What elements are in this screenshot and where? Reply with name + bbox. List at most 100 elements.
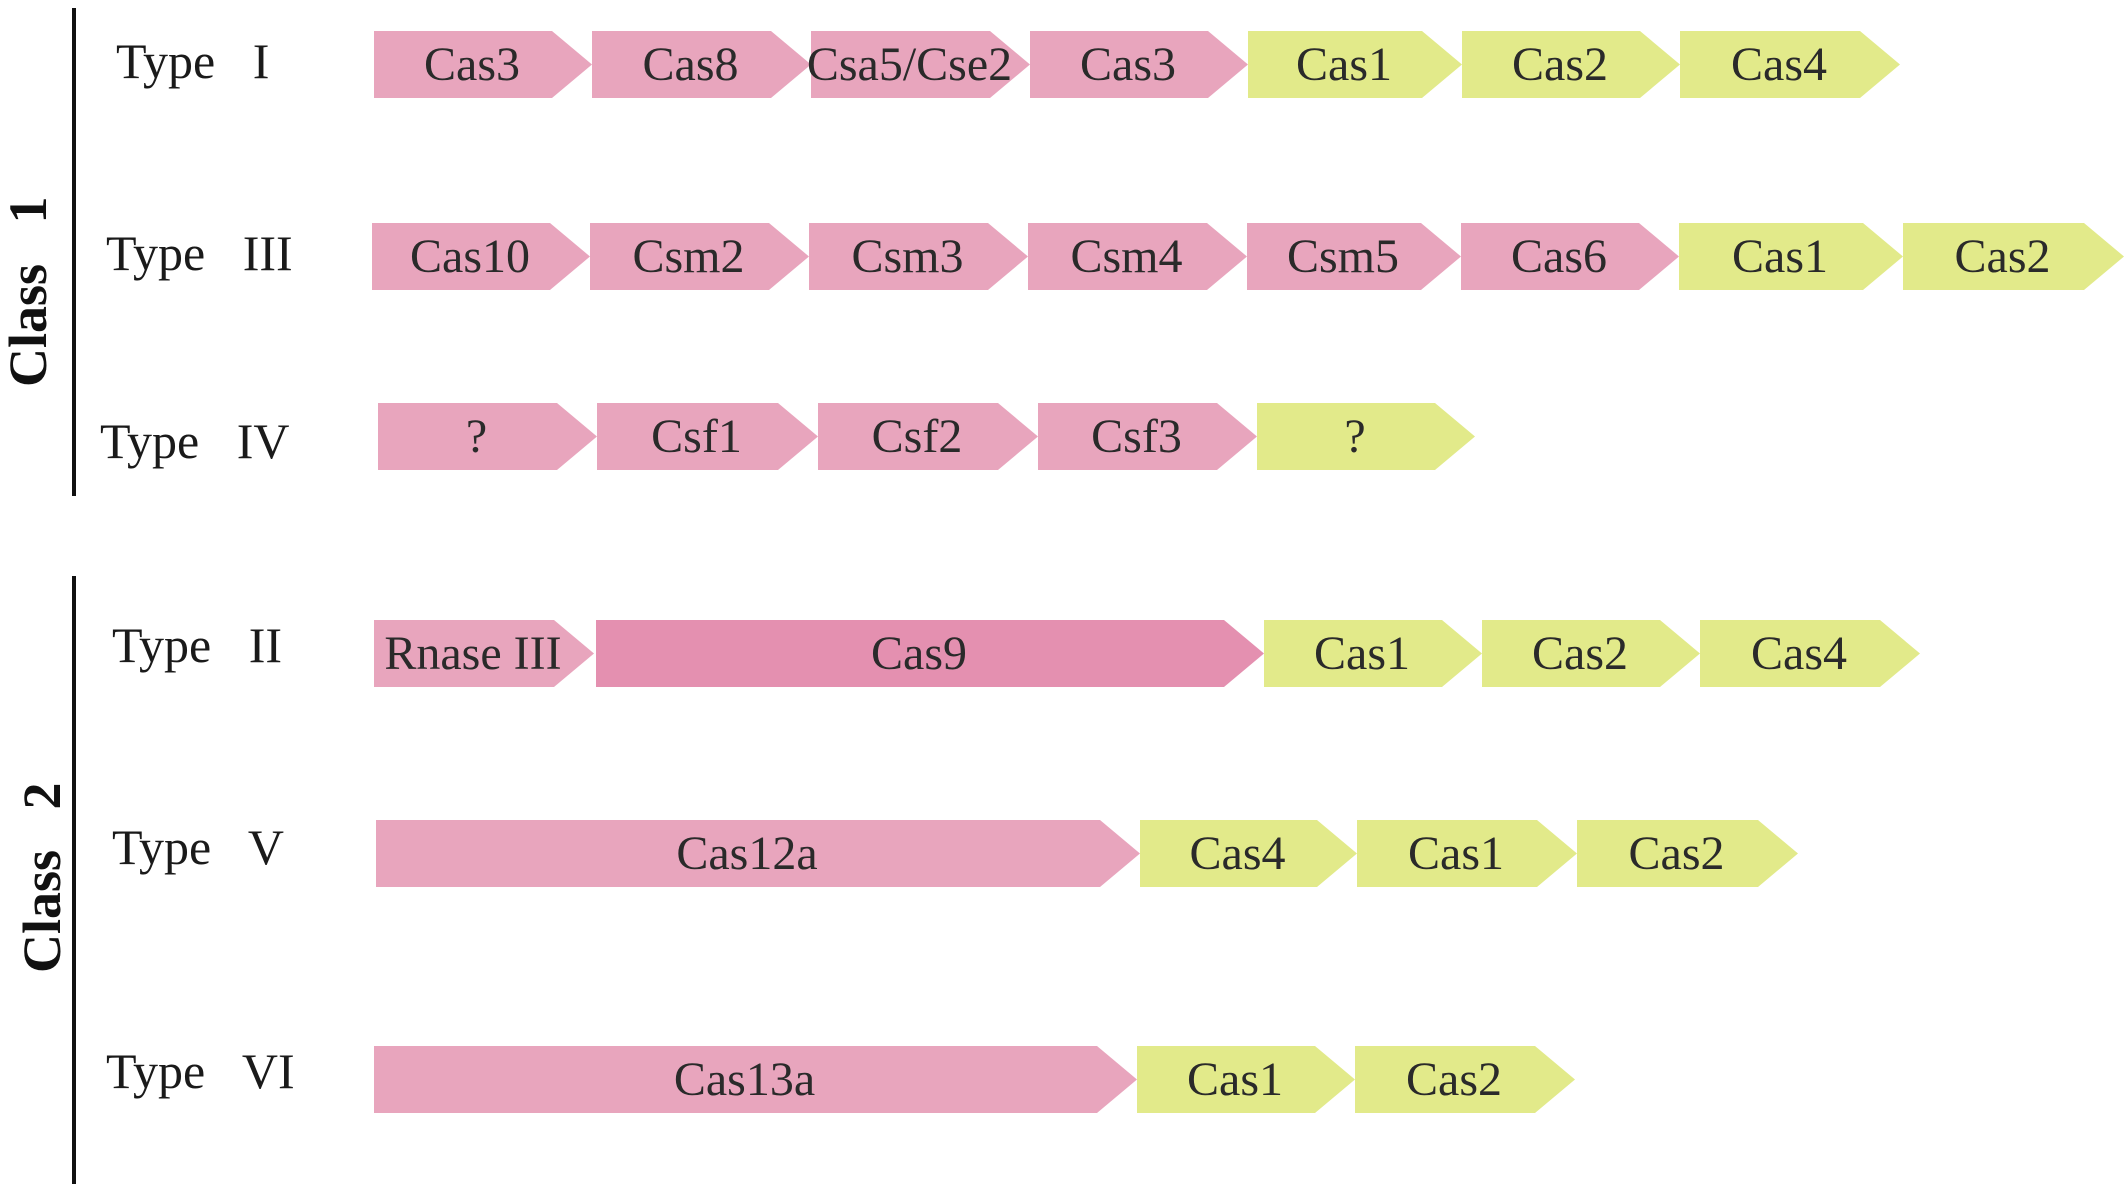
gene-arrow-adaptation: Cas4 [1680, 31, 1900, 98]
gene-label: ? [1344, 409, 1366, 463]
arrow-shape [1028, 223, 1247, 290]
arrow-polygon [1257, 403, 1475, 470]
arrow-polygon [818, 403, 1038, 470]
arrow-polygon [1357, 820, 1577, 887]
gene-label: Csa5/Cse2 [806, 37, 1013, 91]
gene-arrow-effector: Cas12a [376, 820, 1140, 887]
gene-arrow-adaptation: Cas2 [1355, 1046, 1575, 1113]
gene-label: Cas8 [642, 37, 739, 91]
gene-arrow-effector: Csf1 [597, 403, 818, 470]
arrow-polygon [1355, 1046, 1575, 1113]
arrow-polygon [1482, 620, 1700, 687]
gene-arrow-effector: Csf2 [818, 403, 1038, 470]
arrow-polygon [597, 403, 818, 470]
gene-arrow-adaptation: Cas4 [1140, 820, 1357, 887]
gene-label: ? [465, 409, 488, 463]
gene-arrow-effector: Cas10 [372, 223, 590, 290]
type-iv-label: Type IV [100, 413, 290, 469]
gene-label: Cas6 [1511, 229, 1607, 283]
gene-arrow-effector: Csm4 [1028, 223, 1247, 290]
gene-label: Cas12a [676, 826, 818, 880]
gene-arrow-effector: Cas3 [374, 31, 592, 98]
gene-arrow-adaptation: Cas1 [1357, 820, 1577, 887]
arrow-shape [1264, 620, 1482, 687]
gene-arrow-effector: Csm2 [590, 223, 809, 290]
arrow-shape [1247, 223, 1461, 290]
arrow-polygon [376, 820, 1140, 887]
gene-label: Cas2 [1406, 1052, 1502, 1106]
arrow-shape [596, 620, 1264, 687]
gene-label: Cas4 [1751, 626, 1847, 680]
gene-label: Cas3 [1080, 37, 1176, 91]
arrow-polygon [1700, 620, 1920, 687]
arrow-shape [818, 403, 1038, 470]
gene-label: Csf2 [871, 409, 963, 463]
arrow-polygon [374, 31, 592, 98]
gene-label: Cas1 [1408, 826, 1504, 880]
arrow-polygon [1030, 31, 1248, 98]
arrow-shape [590, 223, 809, 290]
gene-label: Csm2 [632, 229, 745, 283]
arrow-polygon [372, 223, 590, 290]
arrow-polygon [1680, 31, 1900, 98]
arrow-shape [1577, 820, 1798, 887]
arrow-polygon [1577, 820, 1798, 887]
gene-label: Cas2 [1954, 229, 2051, 283]
arrow-shape [592, 31, 811, 98]
arrow-polygon [1264, 620, 1482, 687]
gene-label: Csm3 [851, 229, 964, 283]
gene-arrow-effector: Csf3 [1038, 403, 1257, 470]
type-v-label: Type V [112, 819, 284, 875]
arrow-shape [1355, 1046, 1575, 1113]
arrow-shape [597, 403, 818, 470]
gene-arrow-effector: Cas6 [1461, 223, 1679, 290]
gene-label: Cas4 [1731, 37, 1827, 91]
arrow-shape [1248, 31, 1462, 98]
arrow-polygon [1462, 31, 1680, 98]
arrow-polygon [1679, 223, 1903, 290]
arrow-shape [1903, 223, 2124, 290]
class-1-bracket [72, 8, 76, 496]
gene-arrow-adaptation: Cas2 [1482, 620, 1700, 687]
type-i-label: Type I [116, 33, 270, 89]
gene-arrow-effector: Cas8 [592, 31, 811, 98]
gene-arrow-effector_strong: Cas9 [596, 620, 1264, 687]
gene-arrow-effector: Cas3 [1030, 31, 1248, 98]
gene-arrow-adaptation: Cas1 [1679, 223, 1903, 290]
gene-label: Cas13a [673, 1052, 816, 1106]
arrow-polygon [374, 620, 594, 687]
arrow-polygon [809, 223, 1028, 290]
gene-label: Csf1 [651, 409, 742, 463]
gene-arrow-effector: Csa5/Cse2 [806, 31, 1030, 98]
class-2-bracket [72, 576, 76, 1184]
gene-arrow-effector: Rnase III [374, 620, 594, 687]
gene-label: Cas9 [871, 626, 967, 680]
gene-arrow-adaptation: Cas2 [1462, 31, 1680, 98]
arrow-shape [376, 820, 1140, 887]
gene-label: Cas1 [1187, 1052, 1283, 1106]
arrow-shape [1030, 31, 1248, 98]
arrow-shape [1137, 1046, 1355, 1113]
arrow-shape [378, 403, 597, 470]
gene-label: Cas2 [1628, 826, 1725, 880]
gene-label: Rnase III [384, 626, 562, 680]
arrow-shape [372, 223, 590, 290]
gene-arrow-adaptation: Cas2 [1577, 820, 1798, 887]
arrow-shape [1462, 31, 1680, 98]
arrow-shape [1038, 403, 1257, 470]
gene-label: Csm4 [1070, 229, 1183, 283]
arrow-shape [809, 223, 1028, 290]
class-1-label: Class 1 [0, 196, 58, 387]
type-iii-label: Type III [106, 225, 293, 281]
gene-arrow-effector: Csm3 [809, 223, 1028, 290]
gene-arrow-adaptation: Cas1 [1264, 620, 1482, 687]
arrow-shape [374, 31, 592, 98]
arrow-shape [1482, 620, 1700, 687]
arrow-polygon [592, 31, 811, 98]
arrow-shape [1680, 31, 1900, 98]
gene-label: Cas1 [1314, 626, 1410, 680]
gene-arrow-adaptation: Cas1 [1248, 31, 1462, 98]
gene-label: Csf3 [1091, 409, 1182, 463]
arrow-polygon [1028, 223, 1247, 290]
